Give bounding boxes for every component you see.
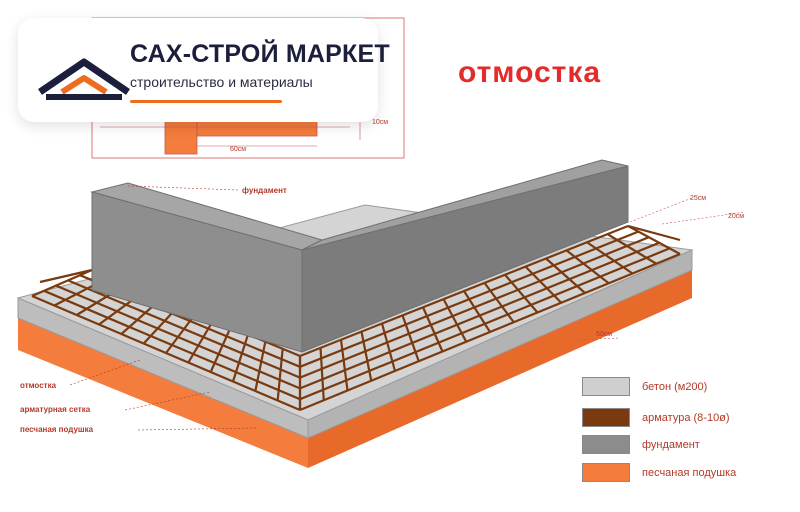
rebar-bar [524, 265, 563, 304]
rebar-bar [319, 347, 325, 401]
rebar-bar [463, 290, 491, 333]
legend-swatch [582, 435, 630, 454]
rebar-bar [421, 306, 444, 352]
brand-card: САХ-СТРОЙ МАРКЕТ строительство и материа… [18, 18, 390, 122]
rebar-bar [586, 241, 634, 275]
dim-25: 25см [690, 195, 706, 202]
rebar-bar [254, 341, 267, 392]
brand-title: САХ-СТРОЙ МАРКЕТ [130, 40, 390, 68]
label-otmostka: отмостка [20, 381, 57, 390]
rebar-bar [606, 233, 657, 265]
rebar-bar [401, 315, 420, 362]
brand-accent-line [130, 100, 282, 103]
rebar-bar [339, 339, 349, 391]
label-leaders [69, 185, 259, 431]
dim-60: 60см [230, 146, 246, 153]
rebar-bar [231, 334, 250, 382]
legend-label: песчаная подушка [642, 467, 737, 479]
rebar-bar [380, 323, 397, 372]
dim-20: 20см [728, 213, 744, 220]
legend-item-foundation: фундамент [582, 435, 792, 455]
dim-50: 50см [596, 331, 612, 338]
legend-label: фундамент [642, 439, 700, 451]
legend-item-sand: песчаная подушка [582, 463, 792, 483]
rebar-bar [39, 268, 93, 284]
rebar-bar [504, 274, 539, 314]
house-logo-icon [38, 58, 130, 100]
rebar-bar [360, 331, 373, 381]
rebar-bar [209, 326, 232, 373]
brand-subtitle: строительство и материалы [130, 74, 313, 90]
rebar-bar [483, 282, 515, 323]
legend-item-rebar: арматура (8-10ø) [582, 408, 792, 428]
dimension-lines [571, 197, 746, 341]
diagram-title: отмостка [458, 56, 602, 89]
legend-item-concrete: бетон (м200) [582, 377, 792, 397]
rebar-bar [187, 319, 215, 364]
legend-swatch [582, 408, 630, 427]
rebar-bar [545, 257, 586, 294]
rebar-bar [627, 224, 681, 242]
dim-10: 10см [372, 119, 388, 126]
rebar-bar [565, 249, 610, 285]
sand-cushion-layer [18, 268, 692, 468]
foundation-wall [90, 159, 629, 353]
legend-label: бетон (м200) [642, 381, 708, 393]
legend-label: арматура (8-10ø) [642, 412, 730, 424]
rebar-bar [276, 348, 284, 401]
label-sand-cushion: песчаная подушка [20, 425, 94, 434]
rebar-bar [442, 298, 468, 343]
label-rebar-mesh: арматурная сетка [20, 405, 91, 414]
label-foundation: фундамент [242, 186, 287, 195]
rebar-bar [31, 268, 93, 298]
legend-swatch [582, 377, 630, 396]
rebar-bar [627, 225, 681, 255]
legend-swatch [582, 463, 630, 482]
